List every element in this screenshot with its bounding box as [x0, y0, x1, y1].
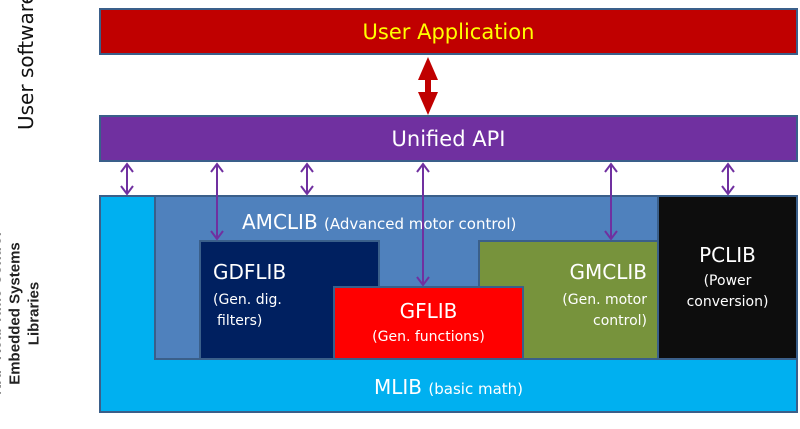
gflib-desc: (Gen. functions)	[372, 328, 485, 345]
gmclib-desc-1: (Gen. motor	[562, 292, 647, 308]
gmclib-name: GMCLIB	[569, 260, 647, 284]
mlib-name: MLIB	[374, 375, 423, 399]
pclib-desc-2: conversion)	[686, 293, 769, 310]
gflib-block: GFLIB (Gen. functions)	[333, 286, 524, 360]
amclib-desc: (Advanced motor control)	[324, 215, 517, 233]
unified-api-label: Unified API	[391, 126, 506, 151]
gflib-name: GFLIB	[399, 298, 458, 323]
arrow-pclib	[721, 162, 735, 196]
gdflib-desc-1: (Gen. dig.	[213, 292, 282, 308]
mlib-desc: (basic math)	[428, 380, 523, 398]
pclib-desc-1: (Power	[703, 272, 752, 289]
user-application-block: User Application	[99, 8, 798, 55]
unified-api-block: Unified API	[99, 115, 798, 162]
mlib-label: MLIB (basic math)	[101, 375, 796, 400]
user-software-label: User software	[14, 0, 38, 130]
nxp-libraries-label: NXP Real Time Control Embedded Systems L…	[0, 199, 44, 429]
gdflib-name: GDFLIB	[213, 260, 287, 284]
arrow-amclib	[300, 162, 314, 196]
amclib-label: AMCLIB (Advanced motor control)	[242, 210, 516, 235]
nxp-libraries-text: NXP Real Time Control Embedded Systems L…	[0, 232, 43, 395]
pclib-name: PCLIB	[699, 242, 756, 267]
amclib-name: AMCLIB	[242, 210, 318, 234]
gmclib-desc-2: control)	[593, 313, 647, 329]
arrow-mlib	[120, 162, 134, 196]
user-application-label: User Application	[362, 19, 535, 44]
pclib-block: PCLIB (Power conversion)	[657, 195, 798, 360]
app-api-arrow	[418, 57, 438, 115]
gdflib-desc-2: filters)	[217, 313, 263, 329]
